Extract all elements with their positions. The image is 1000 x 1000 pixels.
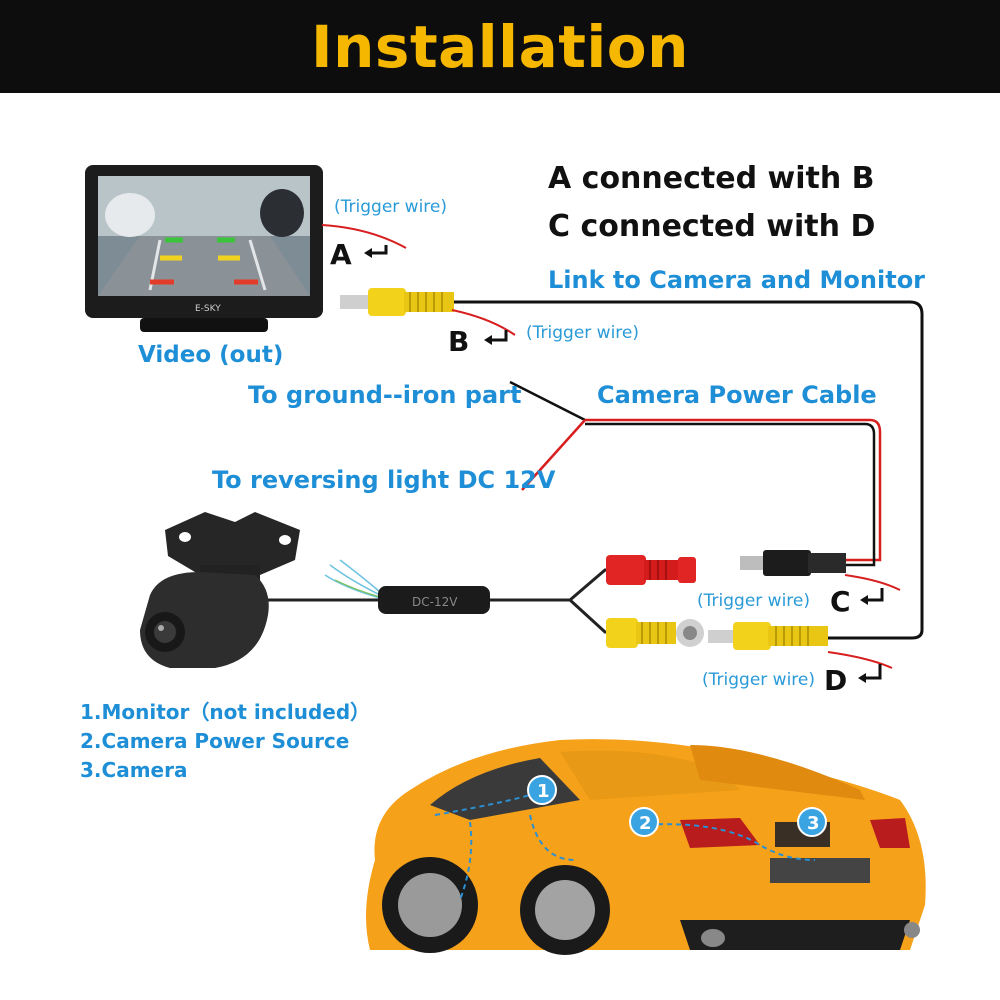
car-marker-1-label: 1 <box>537 781 550 802</box>
trigger-wire-c-label: (Trigger wire) <box>697 591 810 611</box>
video-out-label: Video (out) <box>138 342 283 368</box>
legend-item-1: 1.Monitor（not included） <box>80 698 370 727</box>
connection-line-1: A connected with B <box>548 161 875 196</box>
reversing-light-label: To reversing light DC 12V <box>212 466 555 494</box>
yellow-rca-socket <box>606 618 704 648</box>
trigger-wire-a-label: (Trigger wire) <box>334 197 447 217</box>
red-rca-socket <box>606 555 696 585</box>
monitor-brand-label: E-SKY <box>195 304 221 314</box>
dc-power-plug <box>740 550 846 576</box>
camera-rca-plug <box>708 622 828 650</box>
letter-d: D <box>824 664 847 697</box>
camera <box>140 512 300 668</box>
dc-12v-text: DC-12V <box>412 595 458 609</box>
car-marker-3-label: 3 <box>807 813 820 834</box>
car-marker-2-label: 2 <box>639 813 652 834</box>
legend-list: 1.Monitor（not included） 2.Camera Power S… <box>80 698 370 785</box>
letter-c: C <box>830 585 851 618</box>
trigger-wire-b-label: (Trigger wire) <box>526 323 639 343</box>
legend-item-3: 3.Camera <box>80 756 370 785</box>
letter-a: A <box>330 238 352 271</box>
legend-item-2: 2.Camera Power Source <box>80 727 370 756</box>
connection-line-2: C connected with D <box>548 209 875 244</box>
trigger-wire-d-label: (Trigger wire) <box>702 670 815 690</box>
link-label: Link to Camera and Monitor <box>548 266 925 294</box>
power-cable-label: Camera Power Cable <box>597 381 877 409</box>
car-illustration <box>366 739 926 955</box>
monitor-rca-plug <box>340 288 454 316</box>
letter-b: B <box>448 325 469 358</box>
ground-label: To ground--iron part <box>248 381 521 409</box>
